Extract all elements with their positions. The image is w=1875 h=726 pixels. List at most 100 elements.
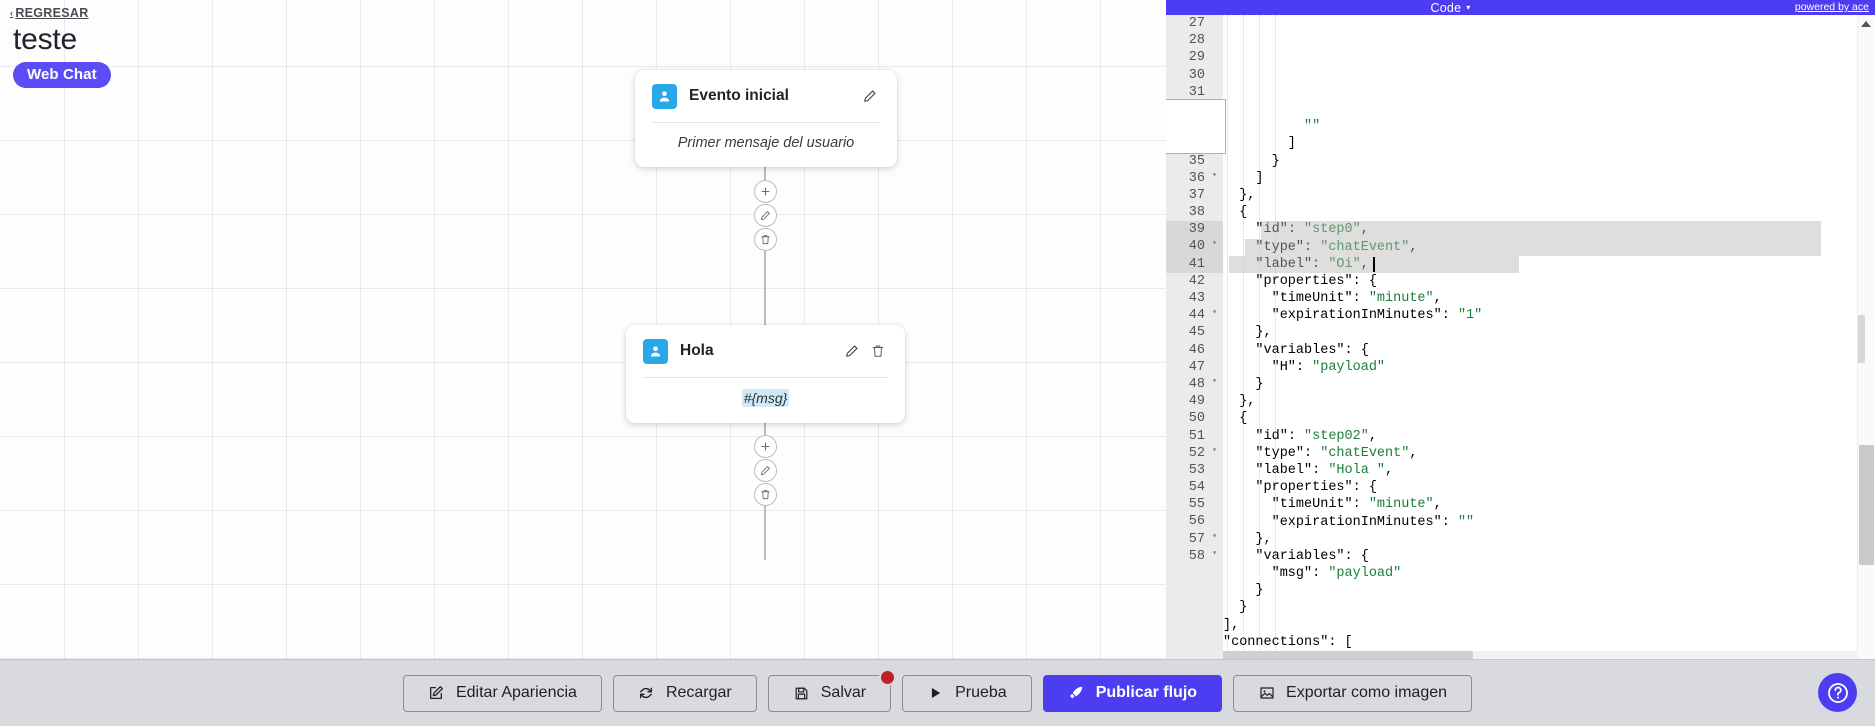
gutter-line-number[interactable]: 49 xyxy=(1188,394,1205,410)
gutter-line-number[interactable]: 53 xyxy=(1188,462,1205,478)
save-button[interactable]: Salvar xyxy=(767,668,897,712)
gutter-line-number[interactable]: 40▾ xyxy=(1166,238,1223,256)
gutter-line-number[interactable]: 51 xyxy=(1188,428,1205,444)
trash-icon[interactable] xyxy=(754,228,777,251)
gutter-line-number[interactable]: 54 xyxy=(1188,480,1205,496)
back-link[interactable]: ‹ REGRESAR xyxy=(10,6,89,20)
code-line: ] xyxy=(1223,136,1296,152)
plus-icon[interactable] xyxy=(754,180,777,203)
chevron-right-icon: ❯ xyxy=(1166,114,1169,139)
gutter-line-number[interactable]: 47 xyxy=(1188,359,1205,375)
fold-toggle-icon[interactable]: ▾ xyxy=(1212,376,1217,386)
connector-line-4 xyxy=(764,486,766,560)
fold-toggle-icon[interactable]: ▾ xyxy=(1212,239,1217,249)
reload-button[interactable]: Recargar xyxy=(612,674,757,712)
fold-toggle-icon[interactable]: ▾ xyxy=(1212,308,1217,318)
edit-appearance-label: Editar Apariencia xyxy=(455,684,577,701)
code-line: } xyxy=(1223,153,1280,169)
code-line: { xyxy=(1223,205,1248,221)
gutter-line-number[interactable]: 41 xyxy=(1166,255,1223,273)
code-line: "type": "chatEvent", xyxy=(1255,445,1418,461)
code-line: }, xyxy=(1223,187,1256,203)
pencil-icon[interactable] xyxy=(754,459,777,482)
node-variable-chip: #{msg} xyxy=(741,389,790,407)
code-line: } xyxy=(1223,600,1248,616)
flow-canvas[interactable]: ‹ REGRESAR teste Web Chat Evento inicial xyxy=(0,0,1166,660)
gutter-line-number[interactable]: 50 xyxy=(1188,411,1205,427)
code-selection-band xyxy=(1261,221,1821,239)
node-mini-actions-2[interactable] xyxy=(754,435,777,506)
code-line: "variables": { xyxy=(1255,342,1369,358)
gutter-line-number[interactable]: 43 xyxy=(1188,291,1205,306)
plus-icon[interactable] xyxy=(754,435,777,458)
code-fold-widget[interactable]: ❯ xyxy=(1166,99,1226,154)
edit-icon[interactable] xyxy=(841,340,863,362)
fold-toggle-icon[interactable]: ▾ xyxy=(1212,170,1217,180)
hscrollbar-thumb[interactable] xyxy=(1223,651,1473,660)
gutter-line-number[interactable]: 35 xyxy=(1188,153,1205,169)
gutter-line-number[interactable]: 57▾ xyxy=(1188,531,1217,547)
node-header: Evento inicial xyxy=(635,70,897,122)
delete-icon[interactable] xyxy=(867,340,889,362)
chevron-down-icon: ▾ xyxy=(1466,2,1471,12)
gutter-line-number[interactable]: 37 xyxy=(1188,187,1205,203)
gutter-line-number[interactable]: 28 xyxy=(1188,33,1205,49)
scroll-up-arrow-icon[interactable] xyxy=(1861,21,1871,27)
node-mini-actions-1[interactable] xyxy=(754,180,777,251)
fold-toggle-icon[interactable]: ▾ xyxy=(1212,548,1217,558)
trash-icon[interactable] xyxy=(754,483,777,506)
code-line: }, xyxy=(1223,531,1272,547)
help-button[interactable] xyxy=(1818,673,1857,712)
edit-icon[interactable] xyxy=(859,85,881,107)
powered-by-ace-link[interactable]: powered by ace xyxy=(1794,1,1869,13)
reload-label: Recargar xyxy=(665,684,732,701)
code-editor-title[interactable]: Code ▾ xyxy=(1431,1,1471,15)
editor-vertical-scrollbar[interactable] xyxy=(1857,15,1875,660)
gutter-line-number[interactable]: 27 xyxy=(1188,16,1205,31)
code-editor-body[interactable]: 272829303132▾33343536▾37383940▾41424344▾… xyxy=(1166,15,1875,660)
code-line: "id": "step0", xyxy=(1255,222,1369,238)
node-divider xyxy=(643,377,888,378)
gutter-line-number[interactable]: 58▾ xyxy=(1188,548,1217,564)
scrollbar-thumb[interactable] xyxy=(1859,445,1874,565)
gutter-line-number[interactable]: 52▾ xyxy=(1188,445,1217,461)
export-image-button[interactable]: Exportar como imagen xyxy=(1233,674,1473,712)
gutter-line-number[interactable]: 44▾ xyxy=(1188,308,1217,324)
fold-toggle-icon[interactable]: ▾ xyxy=(1212,445,1217,455)
save-label: Salvar xyxy=(820,684,867,701)
code-line: { xyxy=(1223,411,1248,427)
gutter-line-number[interactable]: 36▾ xyxy=(1188,170,1217,186)
code-line: "id": "step02", xyxy=(1255,428,1377,444)
code-text-area[interactable]: "" ] } ] }, { "id": "step0", "type": "ch… xyxy=(1223,15,1858,660)
gutter-line-number[interactable]: 39 xyxy=(1166,221,1223,239)
gutter-line-number[interactable]: 38 xyxy=(1188,205,1205,221)
fold-toggle-icon[interactable]: ▾ xyxy=(1212,531,1217,541)
indent-guide xyxy=(1227,15,1229,660)
editor-horizontal-scrollbar[interactable] xyxy=(1223,651,1858,660)
test-label: Prueba xyxy=(955,684,1007,701)
edit-appearance-button[interactable]: Editar Apariencia xyxy=(402,674,602,712)
flow-node-hola[interactable]: Hola #{msg} xyxy=(626,325,905,423)
gutter-line-number[interactable]: 30 xyxy=(1188,67,1205,83)
code-editor-panel[interactable]: Code ▾ powered by ace 272829303132▾33343… xyxy=(1166,0,1875,660)
pencil-icon[interactable] xyxy=(754,204,777,227)
gutter-line-number[interactable]: 29 xyxy=(1188,50,1205,66)
gutter-line-number[interactable]: 42 xyxy=(1188,273,1205,289)
gutter-line-number[interactable]: 48▾ xyxy=(1188,376,1217,392)
gutter-line-number[interactable]: 46 xyxy=(1188,342,1205,358)
gutter-line-number[interactable]: 45 xyxy=(1188,325,1205,341)
indent-guide xyxy=(1243,15,1245,660)
node-body-text: Primer mensaje del usuario xyxy=(677,135,855,151)
gutter-line-number[interactable]: 31 xyxy=(1188,84,1205,100)
flow-node-evento-inicial[interactable]: Evento inicial Primer mensaje del usuari… xyxy=(635,70,897,167)
scrollbar-segment xyxy=(1858,315,1865,363)
gutter-line-number[interactable]: 55 xyxy=(1188,497,1205,513)
bottom-toolbar: Editar Apariencia Recargar Salvar xyxy=(0,659,1875,726)
test-button[interactable]: Prueba xyxy=(902,674,1032,712)
publish-flow-button[interactable]: Publicar flujo xyxy=(1042,674,1223,712)
code-line: "expirationInMinutes": "" xyxy=(1271,514,1475,530)
gutter-line-number[interactable]: 56 xyxy=(1188,514,1205,530)
code-line: "variables": { xyxy=(1255,548,1369,564)
indent-guide xyxy=(1275,15,1277,660)
